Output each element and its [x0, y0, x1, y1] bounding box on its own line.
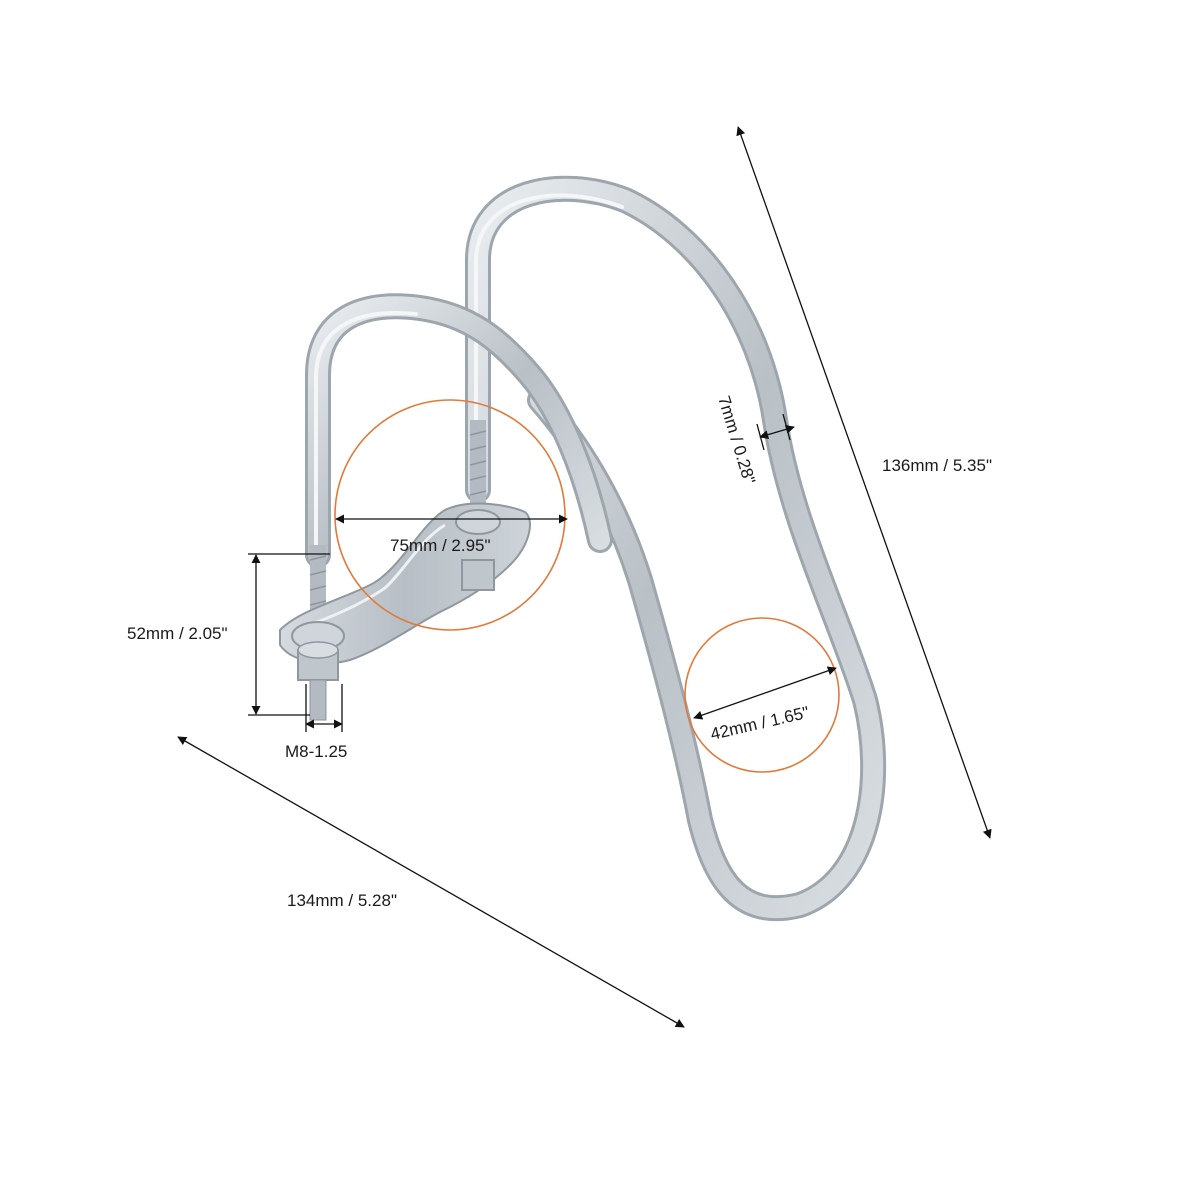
rod-diameter-dimension-line — [759, 424, 795, 440]
mounting-clamp-plate — [279, 502, 531, 665]
rod-diameter-label: 7mm / 0.28" — [714, 394, 759, 487]
dimension-lines — [177, 126, 992, 1028]
hanger-rear-loop — [465, 175, 887, 922]
height-dimension-line — [736, 126, 992, 839]
opening-callout-circle — [684, 617, 840, 773]
bolt-length-label: 52mm / 2.05" — [127, 624, 228, 643]
hanger-front-loop — [305, 293, 613, 568]
opening-label: 42mm / 1.65" — [709, 703, 811, 744]
height-label: 136mm / 5.35" — [882, 456, 992, 475]
thread-label: M8-1.25 — [285, 742, 347, 761]
width-dimension-line — [177, 736, 685, 1028]
width-label: 134mm / 5.28" — [287, 891, 397, 910]
bike-hanger-illustration — [279, 175, 887, 922]
opening-dimension-line — [693, 666, 837, 720]
clamp-width-label: 75mm / 2.95" — [390, 536, 491, 555]
